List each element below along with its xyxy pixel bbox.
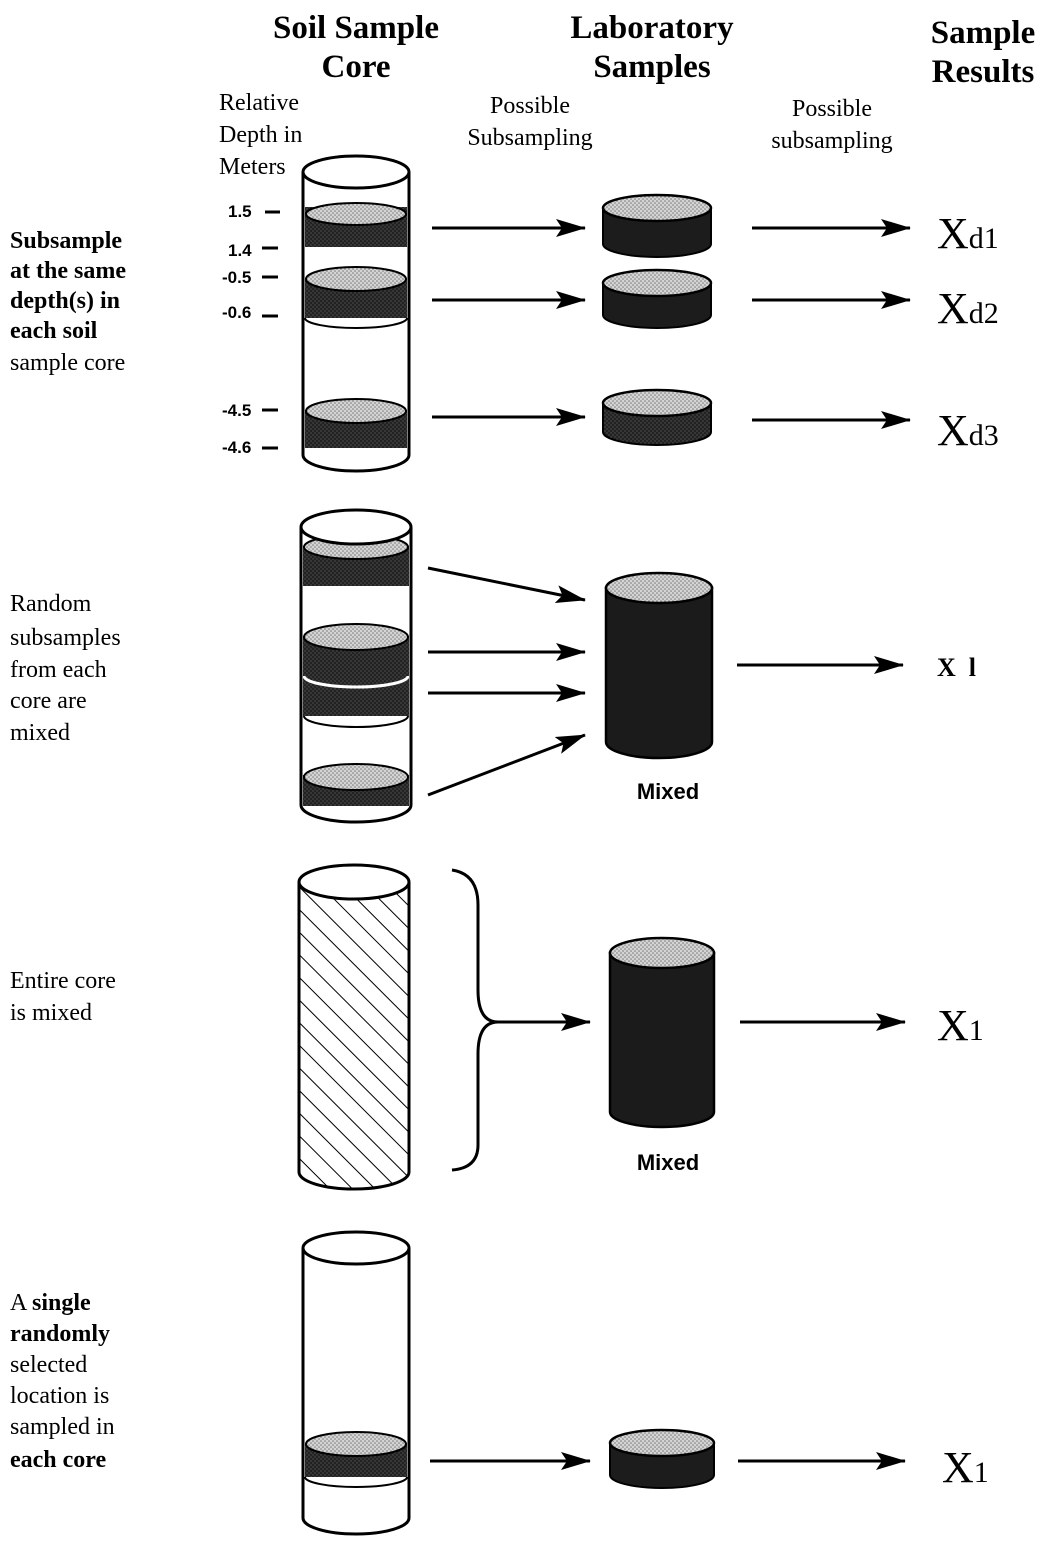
- depth-marks: 1.5 1.4 -0.5 -0.6 -4.5 -4.6: [222, 202, 280, 457]
- brace: [451, 868, 499, 1172]
- depth-mark: -0.6: [222, 303, 251, 322]
- svg-text:from each: from each: [10, 657, 107, 683]
- lab-disc-3: [601, 388, 713, 446]
- svg-text:selected: selected: [10, 1352, 87, 1378]
- lab-cylinder-row3: [608, 936, 716, 1129]
- depth-mark: 1.5: [228, 202, 252, 221]
- result-x1-row4: X1: [942, 1443, 989, 1492]
- svg-text:sampled in: sampled in: [10, 1414, 115, 1440]
- lab-disc-1: [601, 193, 713, 258]
- svg-text:each soil: each soil: [10, 318, 98, 344]
- result-xd1: Xd1: [937, 209, 999, 258]
- header-lab-line1: Laboratory: [570, 10, 734, 46]
- svg-text:depth(s) in: depth(s) in: [10, 288, 120, 314]
- subsampling1-line2: Subsampling: [467, 125, 592, 151]
- depth-mark: -4.5: [222, 401, 251, 420]
- core-row4: [301, 1230, 411, 1536]
- svg-text:Subsample: Subsample: [10, 228, 122, 254]
- svg-text:is mixed: is mixed: [10, 1000, 92, 1026]
- depth-mark: 1.4: [228, 241, 252, 260]
- result-xd3: Xd3: [937, 406, 999, 455]
- row1-label: Subsample at the same depth(s) in each s…: [10, 228, 126, 376]
- core-row1: [301, 154, 411, 473]
- svg-text:Entire core: Entire core: [10, 968, 116, 994]
- depth-label-line3: Meters: [219, 154, 286, 180]
- svg-text:core are: core are: [10, 688, 87, 714]
- lab-cylinder-row2: [604, 571, 714, 760]
- depth-mark: -0.5: [222, 268, 251, 287]
- depth-label-line1: Relative: [219, 90, 299, 116]
- result-xd2: Xd2: [937, 284, 999, 333]
- depth-mark: -4.6: [222, 438, 251, 457]
- header-core-line1: Soil Sample: [273, 10, 439, 46]
- result-x1-row3: X1: [937, 1001, 984, 1050]
- row3-label: Entire core is mixed: [10, 968, 116, 1026]
- svg-text:randomly: randomly: [10, 1321, 110, 1347]
- svg-text:subsamples: subsamples: [10, 625, 121, 651]
- mixed-label-row2: Mixed: [637, 779, 699, 804]
- mixed-label-row3: Mixed: [637, 1150, 699, 1175]
- row2-label: Random subsamples from each core are mix…: [10, 591, 121, 746]
- arrow-row2-d: [427, 733, 586, 797]
- subsampling2-line2: subsampling: [771, 128, 892, 154]
- svg-text:each core: each core: [10, 1447, 107, 1473]
- core-row3: [297, 863, 411, 1191]
- svg-text:sample core: sample core: [10, 350, 125, 376]
- header-results-line2: Results: [932, 54, 1035, 90]
- subsampling1-line1: Possible: [490, 93, 570, 119]
- svg-text:A single: A single: [10, 1290, 91, 1316]
- header-lab-line2: Samples: [593, 49, 711, 85]
- lab-disc-row4: [608, 1428, 716, 1489]
- row4-label: A single randomly selected location is s…: [10, 1290, 115, 1473]
- subsampling2-line1: Possible: [792, 96, 872, 122]
- arrow-row2-a: [427, 566, 586, 604]
- header-results-line1: Sample: [931, 15, 1036, 51]
- svg-text:at the same: at the same: [10, 258, 126, 284]
- svg-text:Random: Random: [10, 591, 92, 617]
- header-core-line2: Core: [321, 49, 390, 85]
- svg-text:location is: location is: [10, 1383, 109, 1409]
- lab-disc-2: [601, 268, 713, 329]
- svg-text:mixed: mixed: [10, 720, 70, 746]
- core-row2: [299, 508, 413, 824]
- result-x-l: X l: [937, 653, 976, 682]
- depth-label-line2: Depth in: [219, 122, 302, 148]
